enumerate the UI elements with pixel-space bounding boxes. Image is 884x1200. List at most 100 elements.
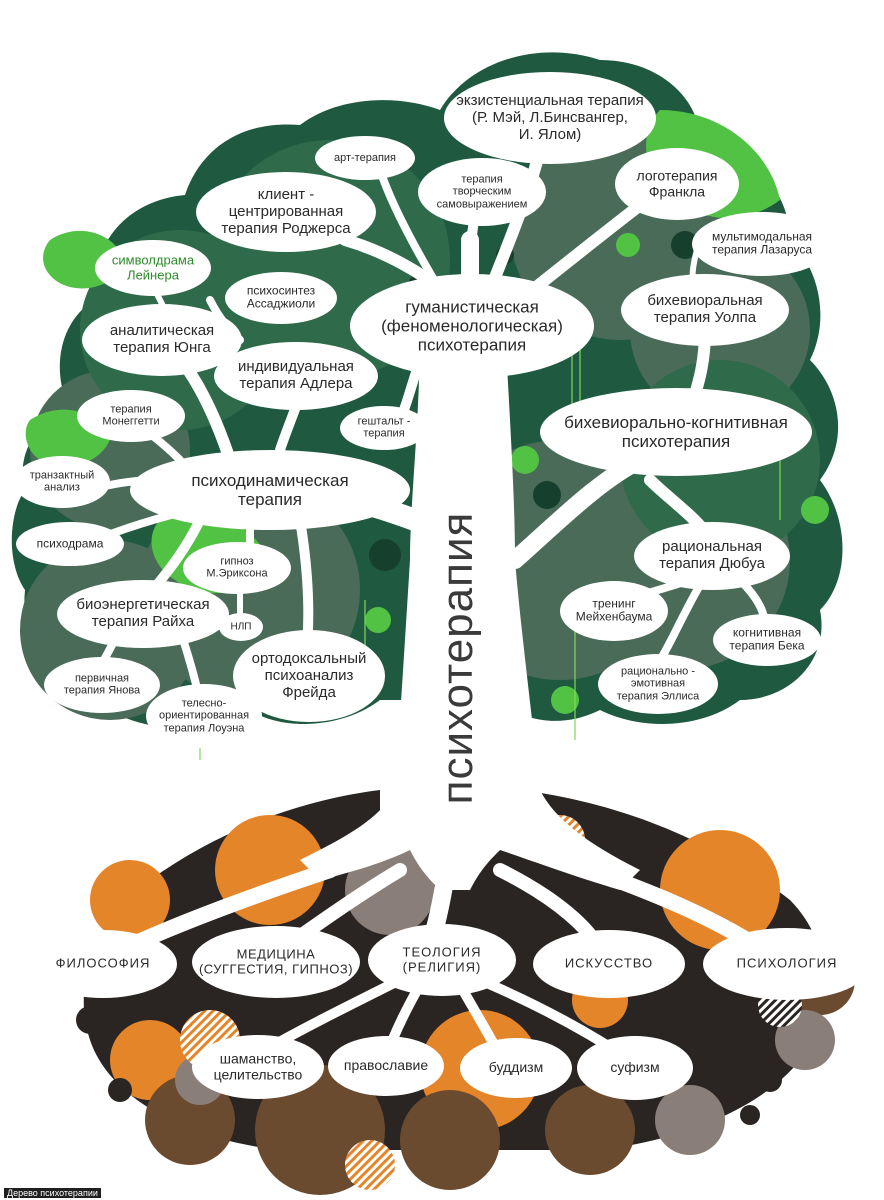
oval-beck (713, 614, 821, 666)
root-orthodoxy: православие (343, 1057, 429, 1074)
oval-philosophy (29, 930, 177, 998)
node-art-therapy: арт-терапия (333, 151, 397, 164)
canopy-dot (671, 231, 699, 259)
trunk (300, 330, 640, 890)
root-medicine: МЕДИЦИНА (СУГГЕСТИЯ, ГИПНОЗ) (198, 946, 354, 976)
node-freud: ортодоксальный психоанализ Фрейда (251, 649, 367, 701)
root-circle (740, 1105, 760, 1125)
oval-erickson (183, 542, 291, 594)
branch (376, 166, 444, 294)
canopy-dot (533, 481, 561, 509)
oval-rogers (196, 172, 376, 252)
node-erickson: гипноз М.Эриксона (206, 555, 268, 580)
oval-reich (57, 580, 229, 648)
node-leuner: символдрама Лейнера (111, 252, 195, 282)
oval-psychology (703, 928, 871, 1000)
root-circle (345, 1140, 395, 1190)
root-philosophy: ФИЛОСОФИЯ (55, 955, 151, 971)
node-janov: первичная терапия Янова (63, 672, 141, 697)
oval-janov (44, 657, 160, 713)
oval-lowen (146, 684, 262, 748)
root-circle (90, 860, 170, 940)
node-rogers: клиент - центрированная терапия Роджерса (221, 185, 351, 237)
caption: Дерево психотерапии (4, 1188, 101, 1198)
node-lazarus: мультимодальная терапия Лазаруса (711, 229, 813, 257)
oval-medicine (192, 926, 360, 998)
root-buddhism: буддизм (488, 1059, 544, 1076)
canopy-dot (801, 496, 829, 524)
root-psychology: ПСИХОЛОГИЯ (736, 955, 838, 971)
root-theology: ТЕОЛОГИЯ (РЕЛИГИЯ) (402, 944, 482, 974)
oval-transactional (14, 456, 110, 508)
root-circle (775, 1010, 835, 1070)
node-dubois: рациональная терапия Дюбуа (659, 538, 765, 572)
oval-shamanism (192, 1035, 324, 1099)
oval-existential (444, 72, 656, 164)
oval-cbt (540, 388, 812, 476)
oval-psychodrama (16, 522, 124, 566)
oval-adler (214, 342, 378, 410)
root-circle (545, 1085, 635, 1175)
oval-art-therapy (315, 136, 415, 180)
node-assagioli: психосинтез Ассаджиоли (246, 283, 316, 311)
oval-jung (82, 304, 242, 376)
canopy-dot (551, 686, 579, 714)
canopy-dot (365, 607, 391, 633)
root-circle (108, 1078, 132, 1102)
oval-assagioli (225, 272, 337, 324)
canopy-dot (511, 446, 539, 474)
root-small-dots (76, 1006, 782, 1125)
oval-leuner (95, 240, 211, 296)
node-ovals (14, 72, 871, 1100)
node-creative-expression: терапия творческим самовыражением (436, 173, 528, 211)
root-grey-circles (175, 845, 835, 1155)
node-psychodrama: психодрама (36, 536, 104, 551)
root-circle (758, 1068, 782, 1092)
node-jung: аналитическая терапия Юнга (109, 322, 215, 356)
oval-sufism (577, 1036, 693, 1100)
oval-art (533, 930, 685, 998)
oval-orthodoxy (328, 1036, 444, 1096)
node-meichenbaum: тренинг Мейхенбаума (575, 596, 653, 624)
node-transactional: транзактный анализ (29, 469, 95, 494)
trunk-label: психотерапия (433, 511, 482, 805)
oval-meichenbaum (560, 581, 668, 641)
node-wolpe: бихевиоральная терапия Уолпа (647, 292, 763, 326)
oval-logotherapy (615, 148, 739, 220)
node-moneggetti: терапия Монеггетти (102, 403, 160, 428)
oval-gestalt (340, 406, 428, 450)
node-logotherapy: логотерапия Франкла (636, 167, 718, 199)
canopy-dot (616, 233, 640, 257)
root-circle (655, 1085, 725, 1155)
node-behavioral-cognitive: бихевиорально-когнитивная психотерапия (564, 412, 788, 451)
node-reich: биоэнергетическая терапия Райха (76, 596, 210, 630)
root-circle (345, 845, 435, 935)
oval-theology (368, 924, 516, 996)
oval-creative (418, 158, 546, 226)
node-psychodynamic: психодинамическая терапия (191, 470, 349, 509)
oval-wolpe (621, 274, 789, 346)
node-nlp: НЛП (230, 621, 252, 633)
oval-nlp (219, 613, 263, 641)
oval-ellis (598, 654, 718, 714)
oval-dubois (634, 522, 790, 590)
canopy-dot (369, 539, 401, 571)
oval-lazarus (692, 212, 832, 276)
node-ellis: рационально - эмотивная терапия Эллиса (616, 665, 700, 703)
oval-humanistic (350, 274, 594, 378)
root-art: ИСКУССТВО (564, 955, 654, 971)
node-humanistic: гуманистическая (феноменологическая) пси… (381, 297, 563, 355)
root-circle (660, 830, 780, 950)
oval-freud (233, 630, 385, 722)
oval-moneggetti (77, 390, 185, 442)
root-circle (400, 1090, 500, 1190)
node-beck: когнитивная терапия Бека (729, 625, 805, 653)
root-circle (76, 1006, 104, 1034)
node-existential: экзистенциальная терапия (Р. Мэй, Л.Бинс… (456, 91, 644, 143)
root-sufism: суфизм (610, 1059, 660, 1076)
node-adler: индивидуальная терапия Адлера (238, 358, 354, 392)
root-shamanism: шаманство, целительство (213, 1050, 303, 1082)
oval-buddhism (460, 1038, 572, 1098)
